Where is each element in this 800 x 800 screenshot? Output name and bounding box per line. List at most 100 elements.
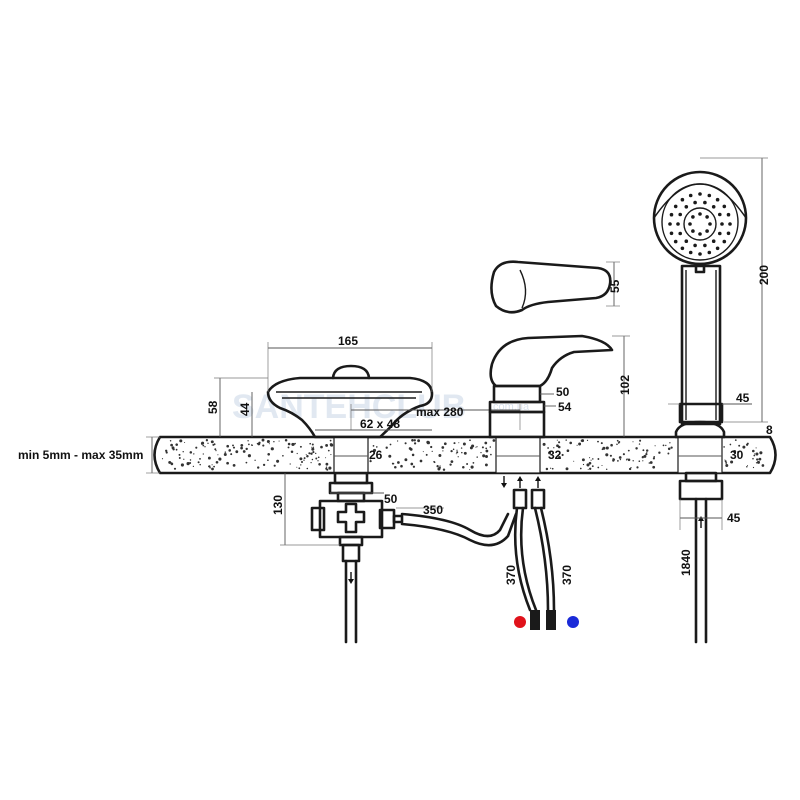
deck-speck: [441, 446, 445, 449]
shower-nozzles: [668, 192, 732, 256]
deck-speck: [426, 440, 430, 444]
nozzle-dot: [673, 239, 678, 244]
shower-nut-label: 45: [727, 511, 741, 525]
nozzle-dot: [718, 212, 722, 217]
deck-speck: [267, 453, 271, 456]
deck-speck: [175, 443, 178, 446]
nozzle-dot: [688, 250, 693, 255]
hose-left-label: 370: [504, 565, 518, 585]
deck-speck: [588, 461, 592, 465]
popup-knob: [266, 364, 434, 439]
deck-speck: [738, 444, 741, 447]
deck-speck: [417, 439, 421, 443]
deck-speck: [601, 464, 603, 467]
deck-speck: [490, 453, 492, 456]
overflow-hose: [392, 512, 518, 547]
nozzle-dot: [722, 204, 727, 209]
deck-speck: [450, 460, 454, 463]
deck-speck: [438, 454, 442, 457]
deck-speck: [312, 451, 315, 454]
deck-speck: [202, 453, 204, 455]
deck-speck: [213, 465, 215, 468]
deck-speck: [394, 465, 397, 469]
deck-speck: [665, 444, 667, 447]
deck-speck: [589, 457, 591, 459]
shower-hose-label: 1840: [679, 549, 693, 576]
deck-speck: [610, 443, 613, 447]
deck-speck: [223, 453, 227, 456]
deck-speck: [202, 444, 205, 447]
nozzle-dot: [676, 222, 680, 226]
deck-speck: [325, 443, 329, 447]
deck-speck: [419, 459, 423, 463]
deck-speck: [485, 449, 489, 453]
deck-speck: [742, 445, 746, 449]
deck-speck: [207, 456, 211, 460]
deck-speck: [397, 461, 400, 464]
deck-speck: [207, 442, 209, 444]
deck-speck: [580, 439, 583, 442]
deck-speck: [422, 451, 424, 453]
nozzle-dot: [668, 222, 672, 226]
nozzle-dot: [698, 192, 702, 196]
deck-speck: [170, 443, 173, 447]
deck-speck: [211, 467, 214, 471]
deck-speckles: [161, 438, 765, 471]
deck-speck: [565, 467, 569, 471]
deck-speck: [653, 455, 656, 458]
deck-speck: [547, 447, 549, 449]
nozzle-dot: [707, 193, 712, 198]
deck-speck: [453, 442, 456, 445]
deck-speck: [754, 453, 756, 455]
mixer-body-label: 50: [556, 385, 570, 399]
deck-speck: [646, 449, 649, 452]
deck-speck: [470, 465, 474, 469]
deck-speck: [586, 463, 590, 467]
deck-speck: [618, 456, 622, 459]
deck-speck: [438, 466, 441, 470]
deck-speck: [582, 463, 585, 466]
deck-speck: [484, 463, 488, 467]
deck-speck: [317, 456, 320, 459]
deck-speck: [485, 455, 488, 458]
deck-speck: [396, 440, 399, 442]
supply-hoses: [501, 476, 556, 630]
nozzle-dot: [720, 222, 724, 226]
deck-thickness-label: min 5mm - max 35mm: [18, 448, 143, 462]
deck-speck: [300, 460, 304, 464]
deck-speck: [758, 457, 762, 461]
deck-speck: [214, 448, 217, 451]
deck-speck: [299, 457, 303, 461]
deck-speck: [556, 439, 558, 441]
deck-speck: [616, 439, 619, 442]
deck-speck: [725, 464, 729, 467]
deck-speck: [299, 445, 302, 448]
deck-speck: [375, 446, 378, 448]
deck-speck: [251, 444, 254, 447]
nozzle-dot: [703, 200, 707, 205]
deck-speck: [469, 469, 471, 471]
deck-speck: [303, 457, 306, 460]
deck-speck: [662, 444, 665, 447]
deck-speck: [579, 467, 582, 470]
deck-speck: [410, 462, 414, 466]
deck-speck: [226, 461, 229, 465]
deck-speck: [605, 468, 608, 471]
deck-speck: [296, 466, 298, 468]
popup-opening-label: 62 x 48: [360, 417, 400, 431]
deck-speck: [240, 446, 243, 450]
deck-speck: [308, 452, 311, 455]
deck-speck: [325, 457, 327, 459]
popup-spacing-label: max 280: [416, 405, 464, 419]
deck-speck: [411, 438, 414, 442]
deck-speck: [240, 444, 244, 447]
deck-speck: [652, 465, 656, 469]
deck-speck: [165, 451, 168, 454]
deck-speck: [755, 462, 758, 464]
deck-speck: [254, 459, 256, 461]
deck-speck: [189, 459, 192, 461]
deck-speck: [729, 443, 732, 446]
deck-speck: [476, 456, 478, 458]
deck-speck: [267, 459, 269, 462]
deck-speck: [627, 458, 631, 462]
